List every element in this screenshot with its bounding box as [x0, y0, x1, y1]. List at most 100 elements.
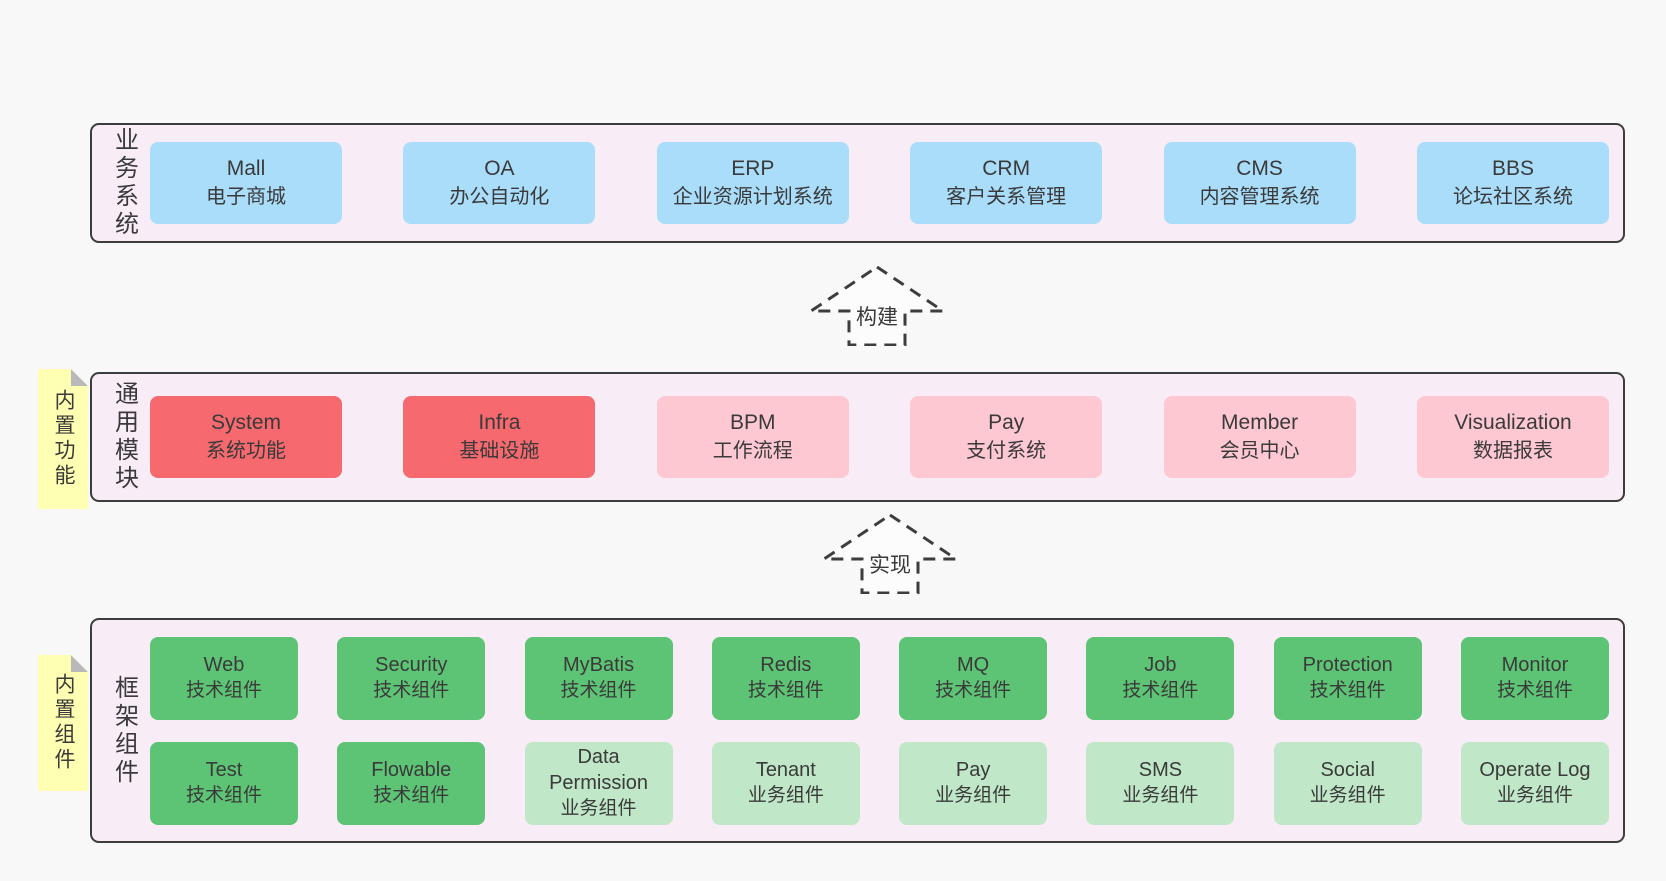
box-title: Tenant [755, 759, 816, 781]
box-title: BBS [1491, 157, 1534, 180]
sticky-note-text: 内置组件 [52, 673, 75, 773]
box-title: Flowable [371, 759, 452, 781]
box-subtitle: 内容管理系统 [1199, 186, 1320, 208]
diagram-box: Social 业务组件 [1273, 741, 1422, 825]
build-arrow-label: 构建 [856, 306, 898, 329]
box-title: BPM [730, 411, 776, 434]
box-subtitle: 技术组件 [373, 785, 450, 806]
box-subtitle: 企业资源计划系统 [672, 186, 833, 208]
diagram-box: BPM 工作流程 [656, 396, 849, 478]
box-title: MyBatis [563, 654, 635, 676]
diagram-box: Flowable 技术组件 [337, 741, 486, 825]
diagram-box: Infra 基础设施 [403, 396, 596, 478]
box-title: Operate Log [1479, 759, 1591, 781]
box-title: Social [1320, 759, 1375, 781]
box-title: Mall [226, 157, 266, 180]
box-subtitle: 工作流程 [712, 440, 793, 462]
box-subtitle: 业务组件 [747, 785, 824, 806]
box-row: System 系统功能 Infra 基础设施 BPM 工作流程 Pay [150, 396, 1609, 478]
box-title: Data Permission [549, 746, 649, 794]
diagram-box: BBS 论坛社区系统 [1416, 142, 1609, 224]
diagram-box: Pay 业务组件 [899, 741, 1048, 825]
diagram-box: Pay 支付系统 [910, 396, 1103, 478]
box-subtitle: 技术组件 [560, 680, 637, 701]
box-subtitle: 系统功能 [206, 440, 286, 462]
section-content: System 系统功能 Infra 基础设施 BPM 工作流程 Pay [150, 374, 1609, 500]
diagram-box: Tenant 业务组件 [711, 741, 860, 825]
box-title: Redis [760, 654, 812, 676]
box-subtitle: 业务组件 [935, 785, 1012, 806]
diagram-box: ERP 企业资源计划系统 [656, 142, 849, 224]
sticky-note-text: 内置功能 [52, 389, 75, 489]
box-title: Monitor [1501, 654, 1569, 676]
box-title: SMS [1138, 759, 1183, 781]
box-title: Security [375, 654, 448, 676]
sticky-note-builtin-features: 内置功能 [38, 369, 88, 509]
diagram-box: Visualization 数据报表 [1416, 396, 1609, 478]
diagram-box: CMS 内容管理系统 [1163, 142, 1356, 224]
box-subtitle: 业务组件 [560, 798, 637, 819]
box-title: CMS [1236, 157, 1283, 180]
diagram-box: Monitor 技术组件 [1460, 636, 1609, 720]
diagram-box: OA 办公自动化 [403, 142, 596, 224]
box-subtitle: 技术组件 [935, 680, 1012, 701]
diagram-box: Operate Log 业务组件 [1460, 741, 1609, 825]
section-content: Mall 电子商城 OA 办公自动化 ERP 企业资源计划系统 CRM [150, 125, 1609, 241]
box-title: Pay [988, 411, 1025, 434]
diagram-box: Data Permission 业务组件 [524, 741, 673, 825]
diagram-box: Test 技术组件 [150, 741, 298, 825]
box-title: Test [205, 759, 243, 781]
box-title: Pay [955, 759, 991, 781]
diagram-box: MyBatis 技术组件 [524, 636, 673, 720]
box-title: Web [203, 654, 245, 676]
box-title: OA [484, 157, 515, 180]
box-title: Protection [1302, 654, 1393, 676]
diagram-box: SMS 业务组件 [1086, 741, 1235, 825]
box-title: MQ [957, 654, 990, 676]
box-subtitle: 技术组件 [1122, 680, 1199, 701]
box-subtitle: 基础设施 [459, 440, 540, 462]
box-subtitle: 办公自动化 [449, 186, 550, 208]
box-subtitle: 电子商城 [206, 186, 286, 208]
implement-arrow-icon: 实现 [823, 514, 957, 594]
section-common-modules: 通用模块 System 系统功能 Infra 基础设施 BPM [90, 372, 1625, 502]
box-subtitle: 数据报表 [1472, 440, 1553, 462]
diagram-box: Web 技术组件 [150, 636, 298, 720]
box-subtitle: 技术组件 [185, 785, 262, 806]
box-title: Job [1144, 654, 1177, 676]
box-title: Visualization [1454, 411, 1572, 434]
box-subtitle: 会员中心 [1219, 440, 1300, 462]
box-title: System [210, 411, 281, 434]
diagram-box: CRM 客户关系管理 [910, 142, 1103, 224]
diagram-box: Redis 技术组件 [711, 636, 860, 720]
box-subtitle: 客户关系管理 [946, 186, 1067, 208]
diagram-box: Mall 电子商城 [150, 142, 342, 224]
box-title: ERP [731, 157, 775, 180]
box-subtitle: 技术组件 [1496, 680, 1573, 701]
box-subtitle: 业务组件 [1122, 785, 1199, 806]
box-title: CRM [982, 157, 1031, 180]
box-title: Member [1221, 411, 1299, 434]
implement-arrow-label: 实现 [869, 554, 911, 577]
box-row: Mall 电子商城 OA 办公自动化 ERP 企业资源计划系统 CRM [150, 142, 1609, 224]
diagram-box: System 系统功能 [150, 396, 342, 478]
build-arrow-icon: 构建 [810, 266, 944, 346]
box-subtitle: 技术组件 [747, 680, 824, 701]
diagram-box: Job 技术组件 [1086, 636, 1235, 720]
box-subtitle: 技术组件 [373, 680, 450, 701]
section-label-common-modules: 通用模块 [110, 381, 138, 493]
section-content: Web 技术组件 Security 技术组件 MyBatis 技术组件 [150, 620, 1609, 841]
box-subtitle: 业务组件 [1496, 785, 1573, 806]
section-label-framework-components: 框架组件 [110, 674, 138, 787]
sticky-note-builtin-components: 内置组件 [38, 655, 88, 791]
folded-corner-icon [71, 655, 88, 672]
box-subtitle: 论坛社区系统 [1452, 186, 1573, 208]
section-label-business-systems: 业务系统 [110, 127, 138, 239]
diagram-box: Member 会员中心 [1163, 396, 1356, 478]
box-subtitle: 技术组件 [185, 680, 262, 701]
diagram-box: MQ 技术组件 [899, 636, 1048, 720]
box-subtitle: 技术组件 [1309, 680, 1386, 701]
diagram-box: Security 技术组件 [337, 636, 486, 720]
folded-corner-icon [71, 369, 88, 386]
